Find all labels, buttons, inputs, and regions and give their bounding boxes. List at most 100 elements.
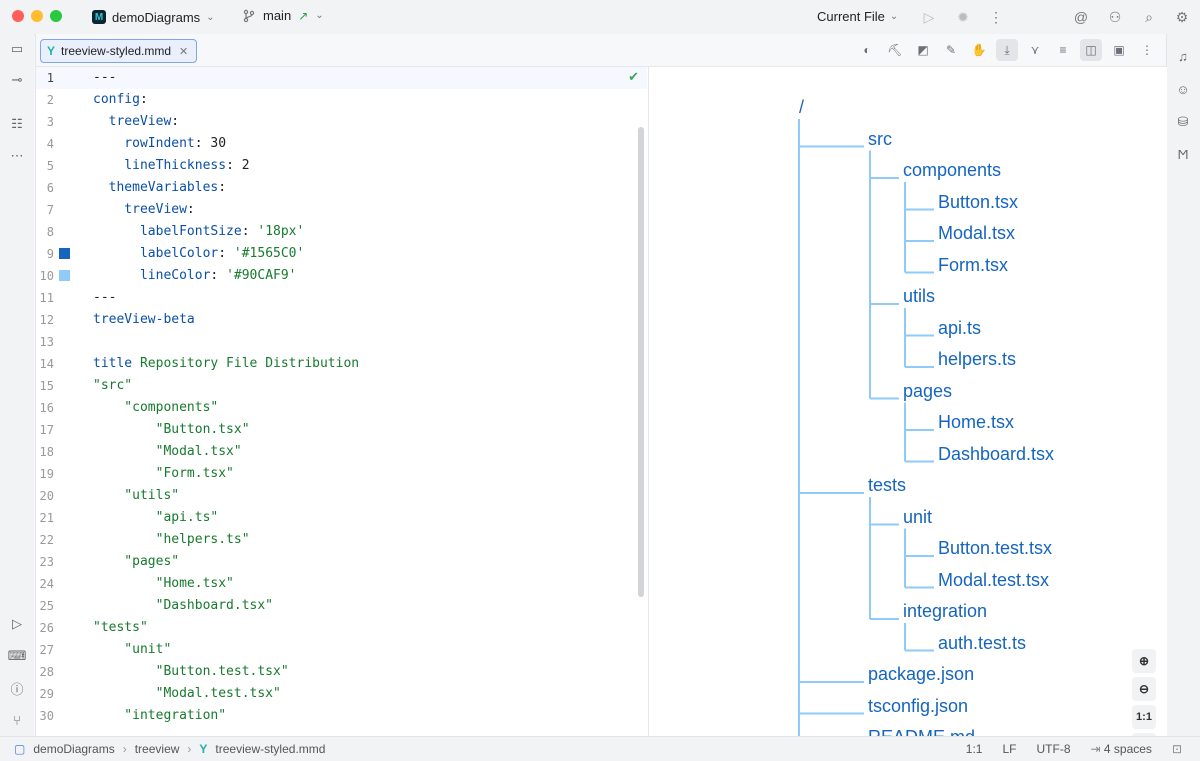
code-text: labelFontSize: '18px' (93, 221, 304, 243)
code-line[interactable]: 4 rowIndent: 30 (36, 133, 647, 155)
breadcrumb-item-file[interactable]: treeview-styled.mmd (215, 742, 326, 756)
close-tab-icon[interactable]: ✕ (179, 45, 189, 58)
line-number: 2 (46, 93, 54, 107)
breadcrumb-item-folder[interactable]: treeview (134, 742, 180, 756)
code-line[interactable]: 20 "utils" (36, 485, 647, 507)
code-text: lineColor: '#90CAF9' (93, 265, 297, 287)
zoom-window-button[interactable] (50, 10, 62, 22)
debug-icon[interactable]: ✹ (957, 8, 969, 25)
indent-settings[interactable]: ⇥ 4 spaces (1091, 742, 1152, 756)
mermaid-icon[interactable]: Ϻ (1177, 146, 1189, 162)
diagram-preview[interactable]: ⊕ ⊖ 1:1 ▨ /srccomponentsButton.tsxModal.… (648, 67, 1167, 757)
code-line[interactable]: 18 "Modal.tsx" (36, 441, 647, 463)
pencil-icon[interactable]: ✎ (945, 43, 957, 57)
minimize-window-button[interactable] (31, 10, 43, 22)
zoom-reset-button[interactable]: 1:1 (1132, 705, 1156, 729)
breadcrumb-item-project[interactable]: demoDiagrams (33, 742, 115, 756)
mermaid-settings-icon[interactable]: ⋎ (1030, 43, 1040, 57)
terminal-icon[interactable]: ⌨ (7, 648, 27, 663)
palette-icon[interactable]: ◐ (863, 43, 871, 57)
caret-position[interactable]: 1:1 (965, 742, 983, 756)
commit-icon[interactable]: ⊸ (11, 72, 23, 87)
more-actions-icon[interactable]: ⋮ (989, 8, 1003, 25)
code-text: --- (93, 67, 116, 89)
search-icon[interactable]: ⌕ (1145, 8, 1153, 25)
code-line[interactable]: 7 treeView: (36, 199, 647, 221)
code-line[interactable]: 29 "Modal.test.tsx" (36, 683, 647, 705)
fill-bucket-icon[interactable]: ◩ (917, 43, 929, 57)
export-icon[interactable]: ⤓ (996, 39, 1018, 61)
project-logo-icon: M (92, 10, 106, 24)
ai-assistant-icon[interactable]: @ (1073, 9, 1089, 25)
code-line[interactable]: 15"src" (36, 375, 647, 397)
hand-pan-icon[interactable]: ✋ (971, 43, 987, 57)
code-line[interactable]: 6 themeVariables: (36, 177, 647, 199)
problems-icon[interactable]: ⓘ (10, 681, 24, 697)
code-line[interactable]: 16 "components" (36, 397, 647, 419)
git-icon[interactable]: ⑂ (13, 712, 21, 728)
code-token: --- (93, 290, 117, 305)
database-icon[interactable]: ⛁ (1177, 114, 1189, 129)
editor-scrollbar[interactable] (638, 127, 644, 597)
zoom-out-button[interactable]: ⊖ (1132, 677, 1156, 701)
git-branch-icon (243, 9, 255, 22)
code-line[interactable]: 5 lineThickness: 2 (36, 155, 647, 177)
color-swatch-icon[interactable] (59, 248, 70, 259)
editor-only-icon[interactable]: ≡ (1059, 43, 1067, 57)
code-text: labelColor: '#1565C0' (93, 243, 304, 265)
code-line[interactable]: 9 labelColor: '#1565C0' (36, 243, 647, 265)
code-line[interactable]: 21 "api.ts" (36, 507, 647, 529)
code-line[interactable]: 22 "helpers.ts" (36, 529, 647, 551)
code-token: "Home.tsx" (93, 576, 234, 591)
code-token: : 2 (226, 158, 250, 173)
editor-and-preview-icon[interactable]: ◫ (1080, 39, 1102, 61)
structure-icon[interactable]: ☷ (11, 116, 23, 131)
code-line[interactable]: 26"tests" (36, 617, 647, 639)
code-line[interactable]: 19 "Form.tsx" (36, 463, 647, 485)
code-line[interactable]: 25 "Dashboard.tsx" (36, 595, 647, 617)
services-icon[interactable]: ▷ (12, 616, 22, 631)
lock-icon[interactable]: ⊡ (1171, 742, 1182, 756)
code-editor[interactable]: 30 "integration"29 "Modal.test.tsx"28 "B… (36, 67, 647, 736)
code-line[interactable]: 24 "Home.tsx" (36, 573, 647, 595)
notifications-bell-icon[interactable]: ♫ (1178, 48, 1188, 64)
branch-selector[interactable]: main ↗ ⌄ (242, 8, 324, 23)
project-folder-icon[interactable]: ▭ (10, 41, 24, 56)
code-line[interactable]: 28 "Button.test.tsx" (36, 661, 647, 683)
brush-icon[interactable]: ⛏ (887, 43, 903, 57)
file-encoding[interactable]: UTF-8 (1036, 742, 1071, 756)
line-number: 6 (46, 181, 54, 195)
more-tools-icon[interactable]: ⋯ (10, 148, 24, 163)
run-icon[interactable]: ▷ (923, 8, 935, 25)
code-line[interactable]: 3 treeView: (36, 111, 647, 133)
code-line[interactable]: 11--- (36, 287, 647, 309)
preview-only-icon[interactable]: ▣ (1113, 43, 1125, 57)
zoom-in-button[interactable]: ⊕ (1132, 649, 1156, 673)
project-selector[interactable]: M demoDiagrams ⌄ (92, 8, 215, 26)
close-window-button[interactable] (12, 10, 24, 22)
code-line[interactable]: 8 labelFontSize: '18px' (36, 221, 647, 243)
code-line[interactable]: 30 "integration" (36, 705, 647, 727)
code-line[interactable]: 13 (36, 331, 647, 353)
code-line[interactable]: 27 "unit" (36, 639, 647, 661)
code-line[interactable]: 23 "pages" (36, 551, 647, 573)
code-line[interactable]: 10 lineColor: '#90CAF9' (36, 265, 647, 287)
code-line[interactable]: 17 "Button.tsx" (36, 419, 647, 441)
settings-gear-icon[interactable]: ⚙ (1175, 8, 1189, 25)
run-configuration-selector[interactable]: Current File ⌄ (817, 9, 898, 24)
no-problems-check-icon: ✔ (628, 69, 639, 84)
line-ending[interactable]: LF (1002, 742, 1017, 756)
tab-treeview-styled[interactable]: Y treeview-styled.mmd ✕ (40, 39, 198, 63)
more-options-icon[interactable]: ⋮ (1141, 43, 1153, 57)
code-text: "tests" (93, 617, 148, 639)
code-text: title Repository File Distribution (93, 353, 359, 375)
ai-chat-icon[interactable]: ☺ (1176, 81, 1190, 97)
code-line[interactable]: 1--- (36, 67, 647, 89)
add-user-icon[interactable]: ⚇ (1108, 8, 1122, 25)
tree-node-label: Modal.tsx (938, 223, 1016, 243)
code-text: treeView-beta (93, 309, 195, 331)
color-swatch-icon[interactable] (59, 270, 70, 281)
